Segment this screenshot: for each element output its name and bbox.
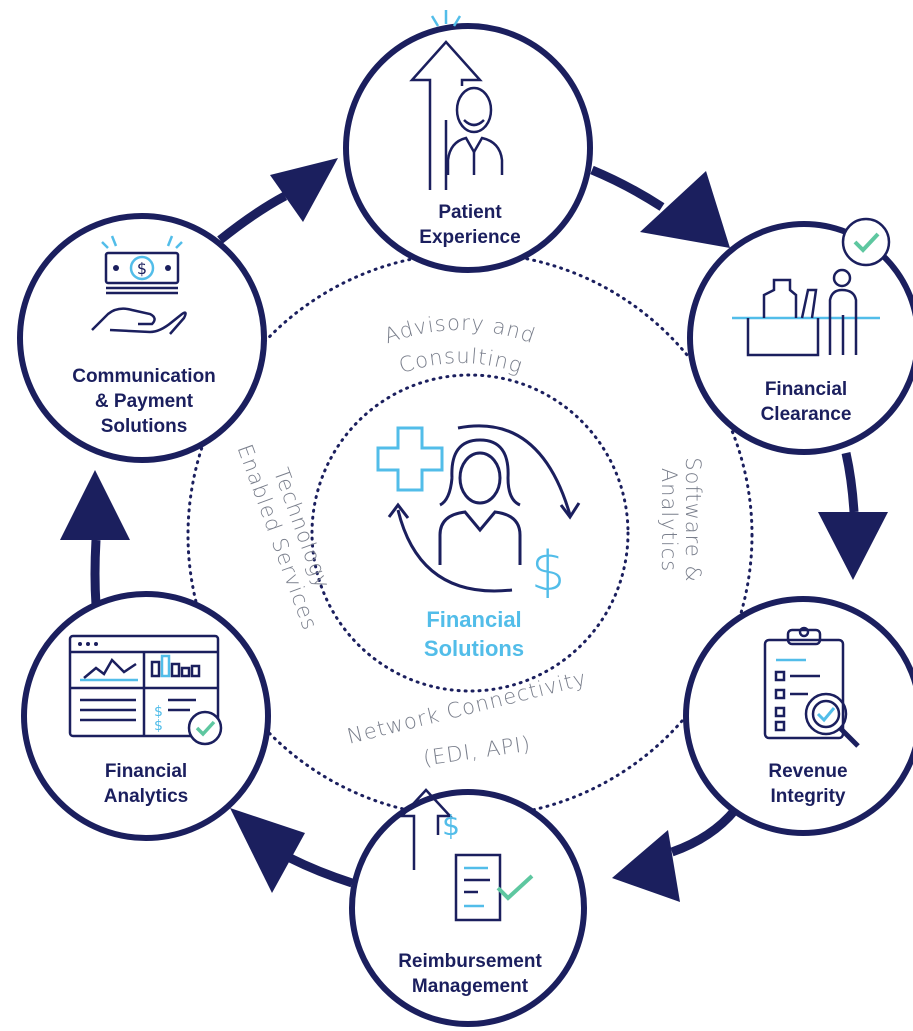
- node-revenue-integrity: Revenue Integrity: [683, 596, 913, 836]
- reception-desk-check-icon: [732, 217, 891, 357]
- center-title-line2: Solutions: [424, 636, 524, 661]
- node-financial-clearance: Financial Clearance: [687, 217, 913, 455]
- arrowhead-patient-to-clearance: [640, 171, 730, 248]
- analytics-dollar-icon-2: $: [154, 718, 163, 734]
- ring-label-bottom-line1: Network Connectivity: [345, 666, 589, 749]
- node-financial-clearance-line2: Clearance: [761, 404, 852, 425]
- ring-label-bottom: Network Connectivity: [345, 666, 589, 749]
- woman-person-icon: [438, 438, 522, 565]
- arrow-patient-to-clearance: [590, 165, 665, 211]
- ring-label-right: Software & Analytics: [657, 457, 705, 583]
- node-communication-payment-line2: & Payment: [95, 391, 194, 412]
- ring-label-top-line1-path: Advisory and: [381, 311, 538, 348]
- center-title-line1: Financial: [426, 607, 521, 632]
- node-financial-clearance-line1: Financial: [765, 379, 847, 400]
- arrow-clearance-to-revenue: [841, 452, 859, 513]
- arrow-analytics-to-comm: [90, 539, 101, 606]
- arrow-comm-to-patient: [217, 192, 288, 244]
- node-reimbursement-management-line2: Management: [412, 976, 529, 997]
- arrowhead-clearance-to-revenue: [818, 512, 888, 580]
- node-patient-experience-line1: Patient: [438, 202, 502, 223]
- ring-label-right-line2: Analytics: [657, 468, 681, 572]
- person-arrow-up-icon: [409, 40, 504, 190]
- ring-label-bottom-line2: (EDI, API): [422, 732, 533, 771]
- node-communication-payment: $ Communication & Payment Solutions: [17, 213, 267, 463]
- reimbursement-dollar-icon: $: [442, 809, 460, 842]
- arrow-reimbursement-to-analytics: [287, 853, 354, 888]
- ring-label-left: Technology Enabled Services: [233, 441, 335, 633]
- node-patient-experience: Patient Experience: [343, 10, 593, 273]
- ring-label-right-line1: Software &: [681, 457, 705, 583]
- inner-dotted-ring: [310, 373, 630, 693]
- arrow-revenue-to-reimbursement: [670, 807, 739, 857]
- cycle-arrowhead-bottom-icon: [387, 502, 410, 519]
- node-reimbursement-management: $ Reimbursement Management: [349, 788, 587, 1027]
- node-financial-analytics: $ $ Financial Analytics: [21, 591, 271, 841]
- ring-label-top-line2-path: Consulting: [396, 344, 525, 378]
- arrowhead-reimbursement-to-analytics: [230, 808, 305, 893]
- sparkle-icon: [430, 10, 462, 27]
- node-communication-payment-line3: Solutions: [101, 416, 188, 437]
- clipboard-magnifier-icon: [763, 626, 860, 748]
- cycle-arrow-top-icon: [457, 424, 572, 516]
- cycle-arrow-bottom-icon: [396, 509, 513, 593]
- node-revenue-integrity-line2: Integrity: [771, 786, 846, 807]
- node-financial-analytics-line2: Analytics: [104, 786, 188, 807]
- ring-label-top-line1: Advisory and: [381, 311, 539, 348]
- node-revenue-integrity-line1: Revenue: [768, 761, 847, 782]
- dashboard-check-icon: $ $: [68, 634, 223, 746]
- node-financial-analytics-line1: Financial: [105, 761, 187, 782]
- cycle-arrows: [60, 158, 888, 902]
- arrowhead-revenue-to-reimbursement: [612, 830, 680, 902]
- arrowhead-analytics-to-comm: [60, 470, 130, 540]
- center-icon: $: [376, 424, 581, 603]
- node-reimbursement-management-line1: Reimbursement: [398, 951, 542, 972]
- analytics-dollar-icon-1: $: [154, 704, 163, 720]
- cash-dollar-icon: $: [137, 259, 147, 278]
- arrow-dollar-document-icon: $: [399, 788, 534, 922]
- node-communication-payment-line1: Communication: [72, 366, 216, 387]
- cycle-arrowhead-top-icon: [559, 502, 581, 520]
- node-patient-experience-line2: Experience: [419, 227, 520, 248]
- hand-cash-icon: $: [91, 235, 187, 335]
- dollar-sign-icon: $: [531, 540, 565, 603]
- medical-cross-icon: [376, 426, 444, 492]
- arrowhead-comm-to-patient: [270, 158, 338, 222]
- ring-label-top-line2: Consulting: [396, 344, 526, 378]
